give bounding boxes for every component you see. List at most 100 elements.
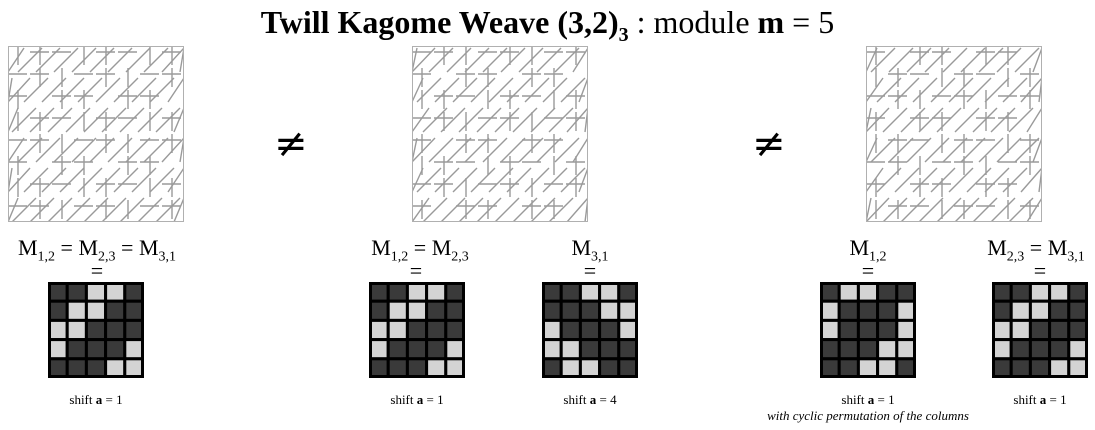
- title-module-var: m: [757, 4, 785, 40]
- weave-diagonal-thread: [954, 197, 980, 222]
- matrix-cell: [876, 318, 899, 342]
- weave-diagonal-thread: [464, 137, 490, 163]
- matrix-cell: [1028, 338, 1052, 361]
- title-main: Twill Kagome Weave (3,2): [260, 4, 619, 40]
- matrix-border: [992, 282, 1088, 378]
- weave-diagonal-thread: [167, 77, 184, 103]
- weave-diagonal-thread: [119, 197, 145, 222]
- matrix-cell: [856, 318, 880, 342]
- weave-diagonal-thread: [1026, 107, 1042, 133]
- matrix-cell: [104, 299, 127, 322]
- weave-diagonal-thread: [876, 77, 902, 103]
- matrix-cell: [1028, 299, 1052, 322]
- matrix-cell: [104, 338, 127, 361]
- matrix-cell: [65, 338, 88, 361]
- weave-diagonal-thread: [930, 77, 956, 103]
- shift-caption-2: shift a = 1: [390, 392, 444, 407]
- weave-diagonal-thread: [536, 47, 562, 73]
- matrix-cell: [386, 338, 409, 361]
- matrix-cell: [837, 318, 860, 342]
- weave-diagonal-thread: [866, 137, 878, 163]
- weave-diagonal-thread: [1026, 197, 1042, 222]
- weave-diagonal-thread: [161, 137, 184, 163]
- weave-diagonal-thread: [972, 197, 998, 222]
- matrix-cell: [856, 299, 880, 322]
- weave-diagonal-thread: [17, 47, 43, 73]
- matrix-cell: [405, 299, 429, 322]
- weave-diagonal-thread: [954, 107, 980, 133]
- weave-diagonal-thread: [912, 167, 938, 193]
- matrix-cell: [84, 299, 108, 322]
- weave-diagonal-thread: [143, 137, 169, 163]
- weave-diagonal-thread: [924, 137, 950, 163]
- matrix-cell: [84, 338, 108, 361]
- weave-diagonal-thread: [161, 47, 184, 73]
- weave-diagonal-thread: [866, 197, 890, 222]
- matrix-cell: [1067, 357, 1088, 378]
- weave-diagonal-thread: [428, 137, 454, 163]
- weave-diagonal-thread: [978, 137, 1004, 163]
- weave-diagonal-thread: [149, 167, 175, 193]
- weave-diagonal-thread: [506, 167, 532, 193]
- weave-diagonal-thread: [428, 47, 454, 73]
- weave-diagonal-thread: [101, 107, 127, 133]
- weave-diagonal-thread: [894, 77, 920, 103]
- weave-frame: [866, 46, 1042, 222]
- weave-diagonal-thread: [11, 107, 37, 133]
- weave-diagonal-thread: [1032, 47, 1042, 73]
- weave-diagonal-thread: [89, 137, 115, 163]
- weave-diagonal-thread: [482, 137, 508, 163]
- weave-diagonal-thread: [452, 77, 478, 103]
- weave-diagonal-thread: [59, 77, 85, 103]
- weave-diagonal-thread: [1032, 137, 1042, 163]
- weave-diagonal-thread: [65, 107, 91, 133]
- weave-diagonal-thread: [77, 77, 103, 103]
- weave-diagonal-thread: [412, 167, 424, 193]
- weave-diagonal-thread: [554, 137, 580, 163]
- weave-diagonal-thread: [65, 197, 91, 222]
- weave-diagonal-thread: [488, 77, 514, 103]
- matrix-cell: [559, 318, 582, 342]
- weave-diagonal-thread: [23, 167, 49, 193]
- weave-diagonal-thread: [155, 107, 181, 133]
- matrix-cell: [876, 299, 899, 322]
- weave-diagonal-thread: [494, 197, 520, 222]
- weave-pattern-2: [412, 46, 588, 222]
- matrix-cell: [425, 299, 448, 322]
- matrix-border: [820, 282, 916, 378]
- weave-diagonal-thread: [866, 77, 884, 103]
- matrix-cell: [559, 338, 582, 361]
- weave-diagonal-thread: [1008, 107, 1034, 133]
- weave-diagonal-thread: [422, 197, 448, 222]
- weave-diagonal-thread: [476, 197, 502, 222]
- weave-diagonal-thread: [125, 137, 151, 163]
- equals-sign-1: =: [90, 258, 104, 283]
- weave-diagonal-thread: [149, 77, 175, 103]
- weave-diagonal-thread: [59, 167, 85, 193]
- matrix-cell: [876, 338, 899, 361]
- shift-caption-3: shift a = 4: [563, 392, 617, 407]
- matrix-cell: [578, 299, 602, 322]
- matrix-3: [542, 282, 638, 378]
- weave-diagonal-thread: [77, 167, 103, 193]
- weave-diagonal-thread: [936, 107, 962, 133]
- weave-diagonal-thread: [548, 107, 574, 133]
- weave-diagonal-thread: [866, 47, 878, 73]
- matrix-cell: [425, 338, 448, 361]
- weave-diagonal-thread: [173, 107, 184, 133]
- weave-diagonal-thread: [452, 167, 478, 193]
- weave-diagonal-thread: [446, 47, 472, 73]
- matrix-border: [369, 282, 465, 378]
- weave-diagonal-thread: [8, 47, 25, 73]
- weave-diagonal-thread: [882, 107, 908, 133]
- weave-diagonal-thread: [870, 137, 896, 163]
- weave-diagonal-thread: [416, 77, 442, 103]
- matrix-cell: [386, 299, 409, 322]
- weave-diagonal-thread: [119, 107, 145, 133]
- matrix-cell: [65, 299, 88, 322]
- matrix-cell: [1009, 338, 1032, 361]
- weave-diagonal-thread: [978, 47, 1004, 73]
- weave-diagonal-thread: [35, 47, 61, 73]
- weave-diagonal-thread: [83, 197, 109, 222]
- matrix-cell: [559, 299, 582, 322]
